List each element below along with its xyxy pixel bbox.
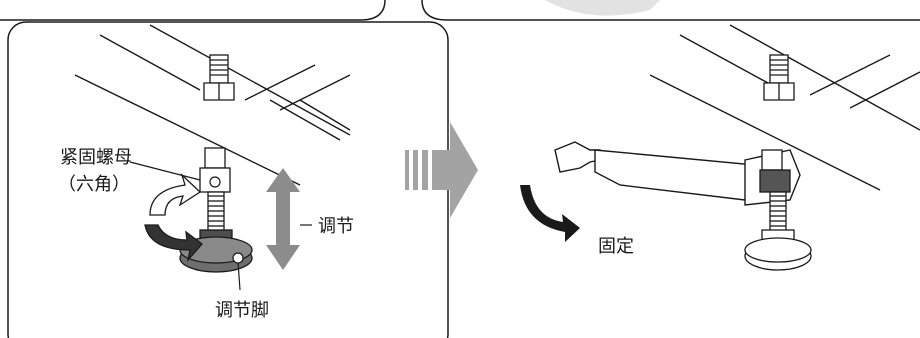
top-gray-shape <box>545 0 660 16</box>
right-frame-lines <box>649 24 920 191</box>
label-fix: 固定 <box>598 236 634 257</box>
rotation-arrows-left <box>144 172 203 263</box>
adjust-foot-right <box>744 149 812 271</box>
top-frame-right-curve <box>421 0 920 21</box>
step-arrow <box>405 122 478 218</box>
label-adjust-foot: 调节脚 <box>215 300 269 321</box>
left-frame-lines <box>74 24 351 186</box>
top-frame-left-curve <box>0 0 386 21</box>
top-bolt-right <box>763 54 795 101</box>
leader-dot-nut <box>209 176 221 188</box>
adjust-double-arrow <box>266 168 300 270</box>
rotation-arrow-right <box>520 185 580 242</box>
label-adjust: 调节 <box>318 216 354 237</box>
leader-lines-left <box>129 161 312 291</box>
label-lock-nut-line2: （六角） <box>58 174 130 195</box>
label-lock-nut-line1: 紧固螺母 <box>60 147 132 168</box>
top-bolt-left <box>203 54 235 101</box>
leader-dot-foot <box>232 252 244 264</box>
